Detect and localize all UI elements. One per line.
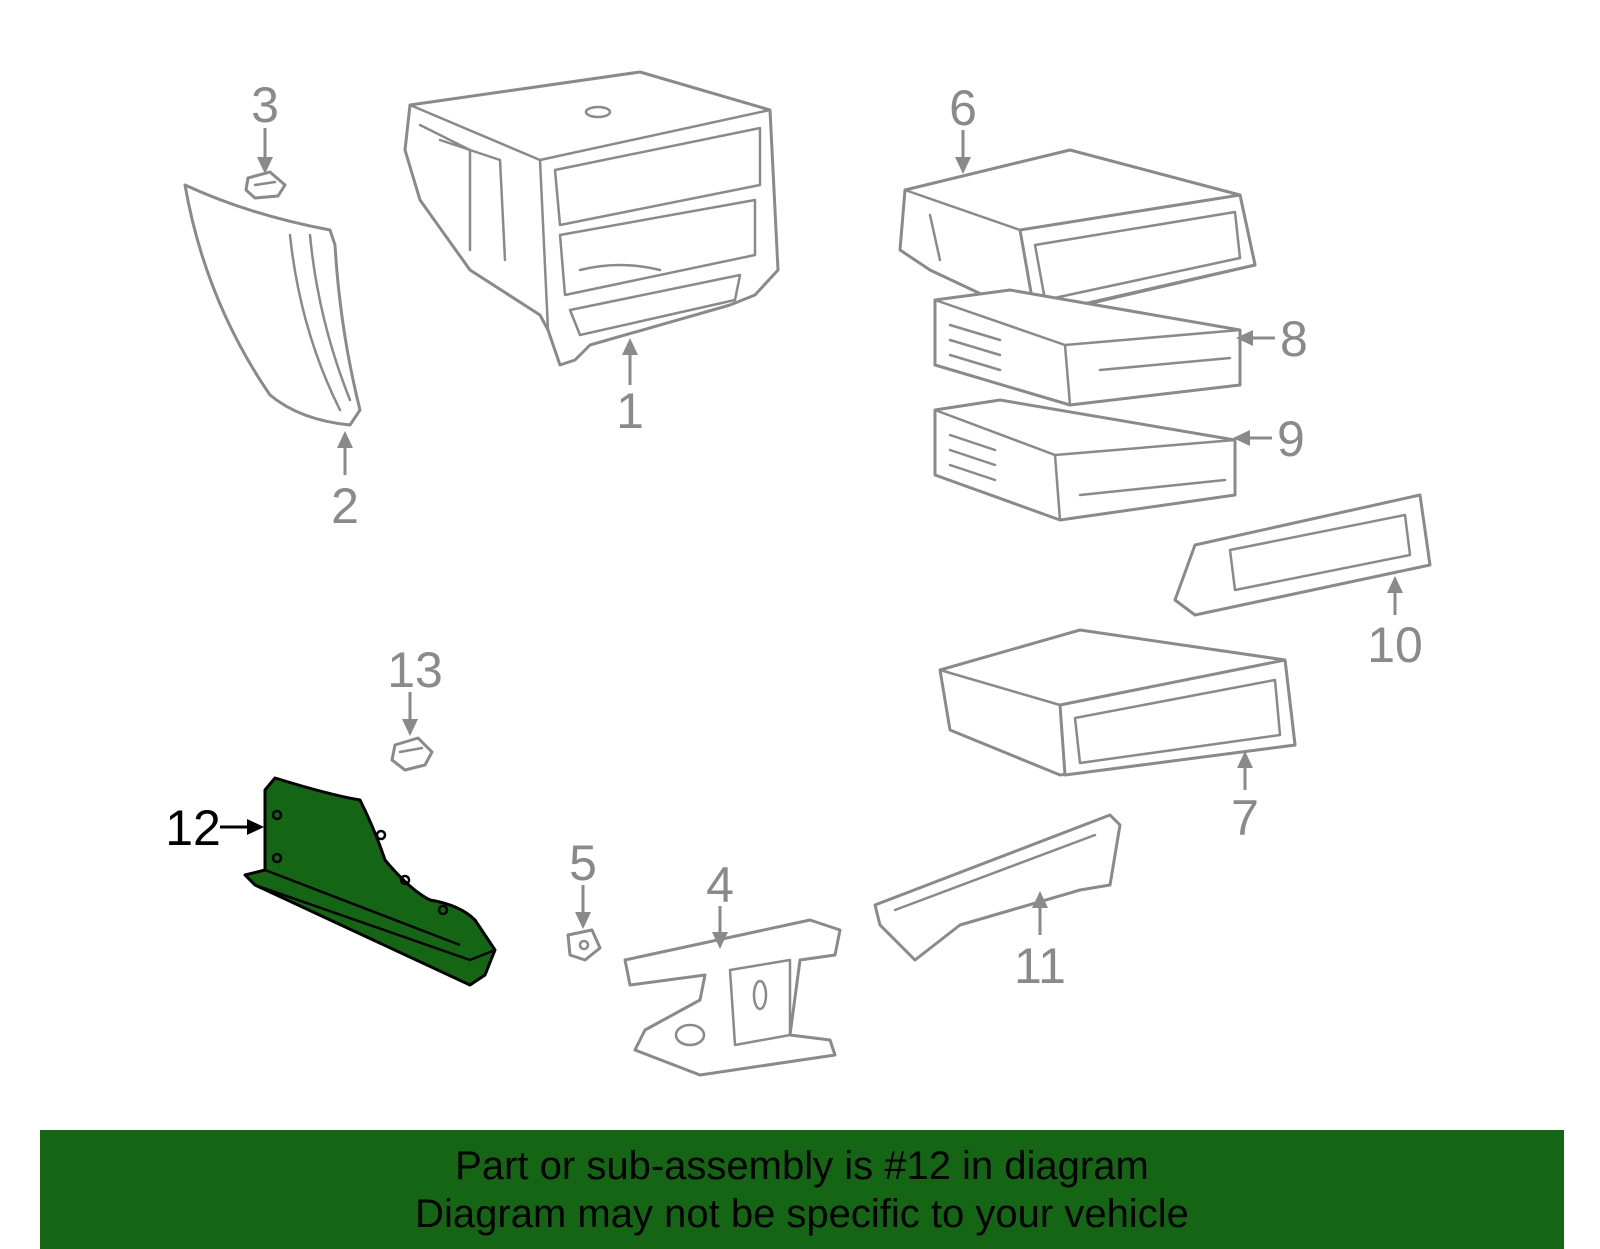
part-1-console-frame[interactable] bbox=[403, 70, 780, 367]
svg-text:4: 4 bbox=[706, 857, 734, 913]
callout-6: 6 bbox=[949, 80, 977, 174]
part-3-clip[interactable] bbox=[244, 170, 287, 200]
svg-text:6: 6 bbox=[949, 80, 977, 136]
svg-text:12: 12 bbox=[165, 800, 221, 856]
part-8-unit[interactable] bbox=[933, 288, 1242, 407]
part-7-storage-box[interactable] bbox=[938, 628, 1297, 777]
callout-3: 3 bbox=[251, 77, 279, 174]
callout-11: 11 bbox=[1014, 891, 1066, 994]
diagram-notice-banner: Part or sub-assembly is #12 in diagram D… bbox=[40, 1130, 1564, 1249]
callout-13: 13 bbox=[387, 642, 443, 736]
callout-12: 12 bbox=[165, 800, 264, 856]
svg-text:8: 8 bbox=[1280, 311, 1308, 367]
part-11-trim-strip[interactable] bbox=[873, 813, 1122, 962]
callout-4: 4 bbox=[706, 857, 734, 949]
svg-text:11: 11 bbox=[1014, 938, 1066, 994]
part-6-storage-box[interactable] bbox=[898, 148, 1257, 317]
part-4-bracket[interactable] bbox=[623, 918, 842, 1077]
svg-text:3: 3 bbox=[251, 77, 279, 133]
svg-text:7: 7 bbox=[1231, 790, 1259, 846]
vehicle-disclaimer: Diagram may not be specific to your vehi… bbox=[415, 1192, 1189, 1236]
callout-9: 9 bbox=[1233, 411, 1305, 467]
part-13-clip[interactable] bbox=[390, 736, 434, 772]
svg-text:1: 1 bbox=[616, 383, 644, 439]
svg-text:2: 2 bbox=[331, 478, 359, 534]
part-5-nut-clip[interactable] bbox=[566, 928, 602, 962]
callout-5: 5 bbox=[569, 835, 597, 929]
part-number-notice: Part or sub-assembly is #12 in diagram bbox=[455, 1144, 1149, 1188]
part-12-highlighted-panel[interactable] bbox=[243, 776, 497, 987]
part-2-side-trim[interactable] bbox=[183, 183, 362, 427]
svg-text:13: 13 bbox=[387, 642, 443, 698]
svg-text:5: 5 bbox=[569, 835, 597, 891]
part-10-bezel[interactable] bbox=[1173, 493, 1432, 617]
parts-diagram: 1 2 3 4 5 6 7 8 bbox=[165, 70, 1432, 1077]
svg-text:9: 9 bbox=[1277, 411, 1305, 467]
callout-7: 7 bbox=[1231, 751, 1259, 846]
callout-10: 10 bbox=[1367, 576, 1423, 673]
callout-8: 8 bbox=[1236, 311, 1308, 367]
svg-text:10: 10 bbox=[1367, 617, 1423, 673]
callout-2: 2 bbox=[331, 431, 359, 534]
part-9-unit[interactable] bbox=[933, 398, 1237, 522]
callout-1: 1 bbox=[616, 338, 644, 439]
